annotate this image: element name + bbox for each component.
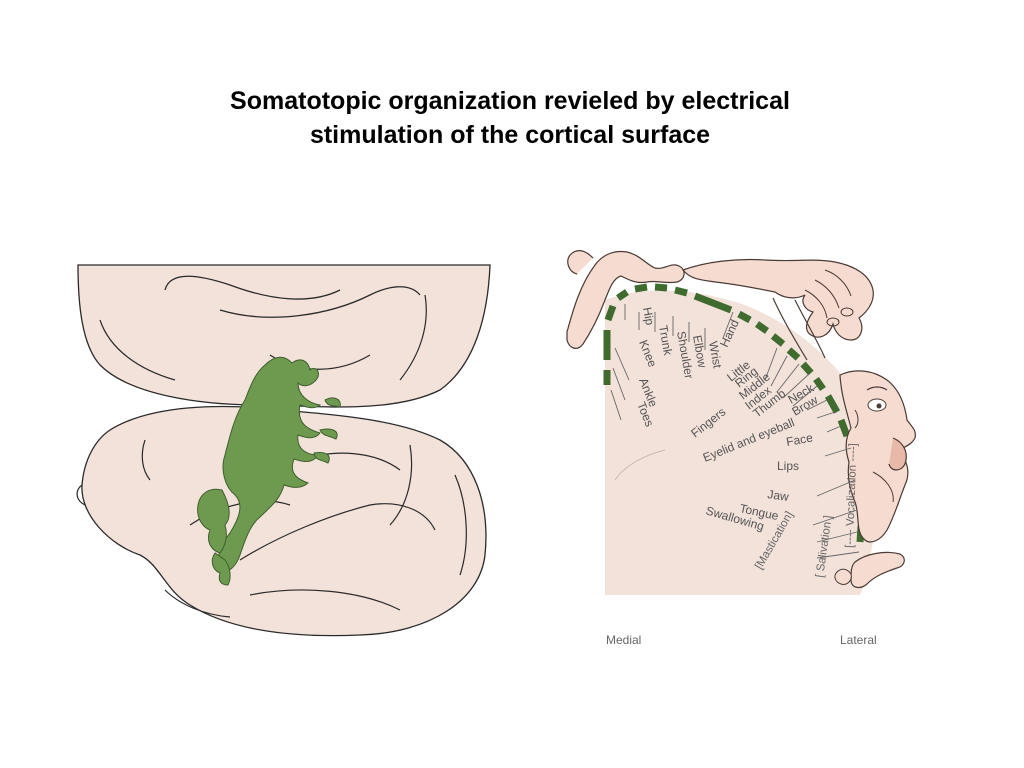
- label-medial: Medial: [606, 633, 641, 647]
- lower-cortex: [81, 405, 487, 637]
- homunculus-diagram: Hip Trunk Shoulder Elbow Wrist Hand Knee…: [566, 250, 916, 647]
- label-lateral: Lateral: [840, 633, 877, 647]
- label-vocalization: [---- Vocalization ----]: [844, 443, 860, 548]
- label-trunk: Trunk: [656, 324, 675, 357]
- title-line-2: stimulation of the cortical surface: [309, 121, 711, 149]
- label-elbow: Elbow: [690, 334, 710, 369]
- label-lips: Lips: [777, 459, 799, 473]
- label-jaw: Jaw: [767, 487, 790, 504]
- label-wrist: Wrist: [706, 340, 725, 370]
- cortex-section: [605, 290, 880, 595]
- homunculus-face: [839, 370, 916, 543]
- monkey-brain-illustration: [76, 264, 491, 637]
- homunculus-leg: [566, 250, 685, 349]
- label-hip: Hip: [640, 306, 657, 326]
- slide-title: Somatotopic organization revieled by ele…: [0, 84, 1020, 152]
- somatotopic-map: [197, 356, 341, 586]
- title-line-1: Somatotopic organization revieled by ele…: [230, 87, 790, 115]
- label-face: Face: [785, 430, 814, 448]
